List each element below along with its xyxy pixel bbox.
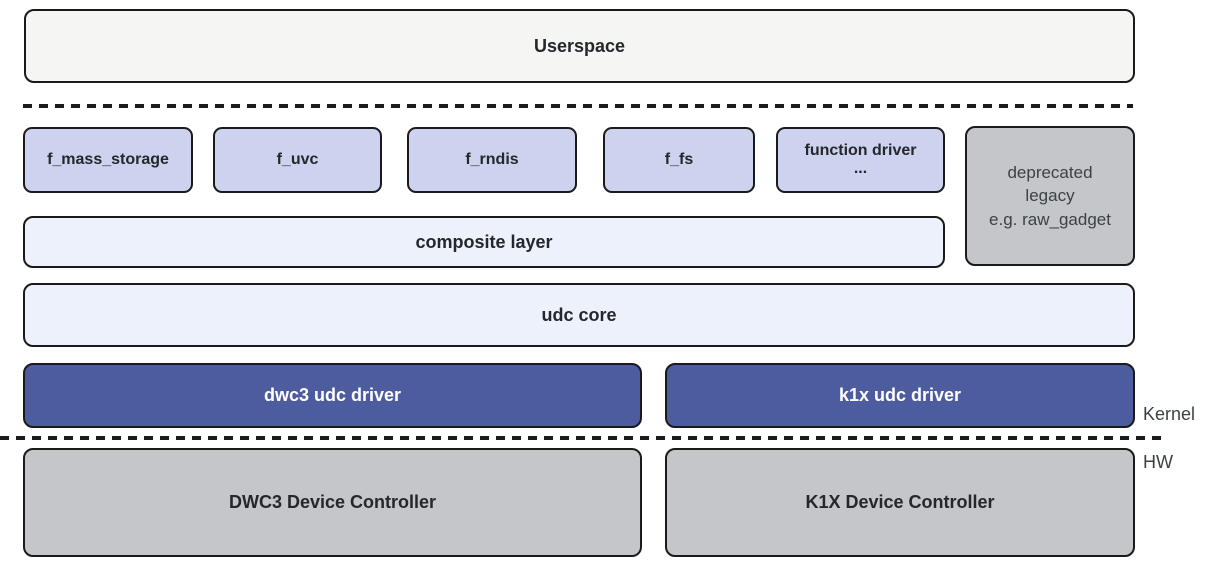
function-driver-box-f-rndis: f_rndis (407, 127, 577, 193)
dwc3-device-controller-box: DWC3 Device Controller (23, 448, 642, 557)
deprecated-line-1: deprecated (1007, 162, 1093, 182)
deprecated-line-2: legacy (1025, 186, 1075, 206)
kernel-hw-divider (0, 436, 1168, 440)
function-driver-label: f_mass_storage (47, 150, 169, 168)
function-driver-box-generic: function driver ... (776, 127, 945, 193)
function-driver-box-f-fs: f_fs (603, 127, 755, 193)
k1x-udc-driver-box: k1x udc driver (665, 363, 1135, 428)
function-driver-box-f-uvc: f_uvc (213, 127, 382, 193)
function-driver-ellipsis: ... (853, 160, 868, 177)
function-driver-box-f-mass-storage: f_mass_storage (23, 127, 193, 193)
k1x-device-controller-label: K1X Device Controller (805, 492, 995, 512)
udc-core-box: udc core (23, 283, 1135, 347)
deprecated-legacy-box: deprecated legacy e.g. raw_gadget (965, 126, 1135, 266)
userspace-box: Userspace (24, 9, 1135, 83)
userspace-label: Userspace (533, 35, 626, 56)
function-driver-label: f_uvc (276, 150, 319, 168)
dwc3-udc-driver-box: dwc3 udc driver (23, 363, 642, 428)
dwc3-udc-driver-label: dwc3 udc driver (263, 385, 402, 405)
k1x-device-controller-box: K1X Device Controller (665, 448, 1135, 557)
kernel-side-label: Kernel (1143, 404, 1196, 424)
userspace-kernel-divider (23, 104, 1133, 108)
deprecated-line-3: e.g. raw_gadget (989, 209, 1111, 229)
function-driver-label: f_rndis (465, 150, 519, 168)
hw-side-label: HW (1143, 452, 1173, 472)
function-driver-label: function driver (804, 141, 917, 159)
composite-layer-box: composite layer (23, 216, 945, 268)
dwc3-device-controller-label: DWC3 Device Controller (228, 492, 437, 512)
composite-layer-label: composite layer (415, 231, 553, 252)
udc-core-label: udc core (541, 304, 617, 325)
k1x-udc-driver-label: k1x udc driver (838, 385, 962, 405)
function-driver-label: f_fs (664, 150, 694, 168)
